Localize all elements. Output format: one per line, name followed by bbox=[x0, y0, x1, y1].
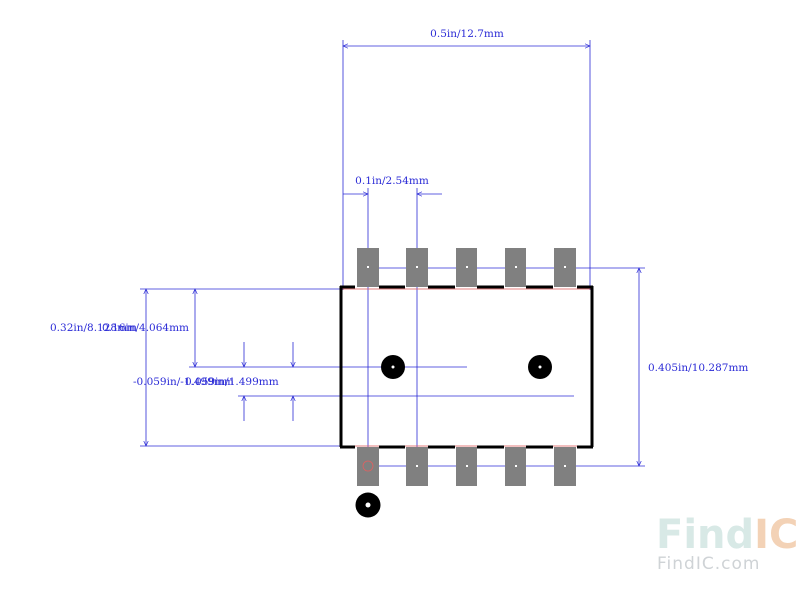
pin1-dot bbox=[355, 492, 381, 518]
findic-watermark: FindIC FindIC.com bbox=[656, 512, 798, 574]
dimension-row-offset bbox=[189, 289, 467, 367]
dimension-body-width-label: 0.32in/8.128mm bbox=[50, 322, 137, 334]
dimension-offset-b-label: 0.059in/1.499mm bbox=[185, 376, 279, 388]
courtyard-outline bbox=[341, 288, 593, 447]
dimension-height-label: 0.405in/10.287mm bbox=[648, 362, 748, 374]
mounting-hole-left bbox=[381, 355, 405, 379]
dimension-pitch bbox=[343, 188, 442, 470]
pin1-origin-marker bbox=[362, 460, 374, 472]
dimension-small-offset bbox=[238, 342, 574, 421]
watermark-logo-find: Find bbox=[656, 512, 754, 558]
watermark-url: FindIC.com bbox=[657, 554, 760, 574]
dimension-body-width bbox=[140, 289, 343, 446]
dimension-row-offset-label: 0.16in/4.064mm bbox=[102, 322, 189, 334]
dimension-offset-a-label: -0.059in/-1.499mm bbox=[133, 376, 234, 388]
pad-bottom-1 bbox=[357, 447, 379, 486]
mounting-hole-right bbox=[528, 355, 552, 379]
dimension-total-width-label: 0.5in/12.7mm bbox=[430, 28, 504, 40]
dimension-pitch-label: 0.1in/2.54mm bbox=[355, 175, 429, 187]
pad-center-marks bbox=[367, 266, 566, 467]
svg-text:FindIC: FindIC bbox=[656, 512, 798, 558]
watermark-logo-ic: IC bbox=[754, 512, 798, 558]
dimension-total-width bbox=[343, 40, 590, 290]
body-outline bbox=[339, 285, 594, 449]
